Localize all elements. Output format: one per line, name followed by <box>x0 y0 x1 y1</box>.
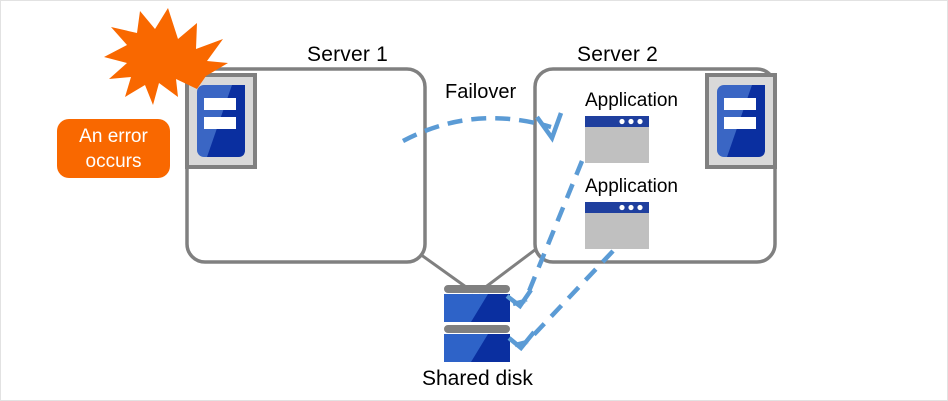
failover-label: Failover <box>445 81 517 103</box>
application-window-icon-1 <box>585 116 649 163</box>
server-2-title: Server 2 <box>577 43 658 66</box>
shared-disk-icon <box>444 285 510 362</box>
explosion-burst-icon <box>104 8 228 105</box>
server-icon-server-1 <box>185 73 257 169</box>
server-1-title: Server 1 <box>307 43 388 66</box>
error-callout-line-2: occurs <box>85 150 142 172</box>
shared-disk-label: Shared disk <box>422 367 533 390</box>
error-callout-line-1: An error <box>79 125 148 147</box>
dashed-arrow-app2-to-disk <box>507 249 615 352</box>
server-icon-server-2 <box>705 73 777 169</box>
failover-dashed-arrow-icon <box>401 112 564 143</box>
dashed-arrow-app1-to-disk <box>505 160 585 310</box>
error-callout-box: An error occurs <box>57 119 170 178</box>
application-label-1: Application <box>585 90 678 111</box>
application-label-2: Application <box>585 176 678 197</box>
application-window-icon-2 <box>585 202 649 249</box>
